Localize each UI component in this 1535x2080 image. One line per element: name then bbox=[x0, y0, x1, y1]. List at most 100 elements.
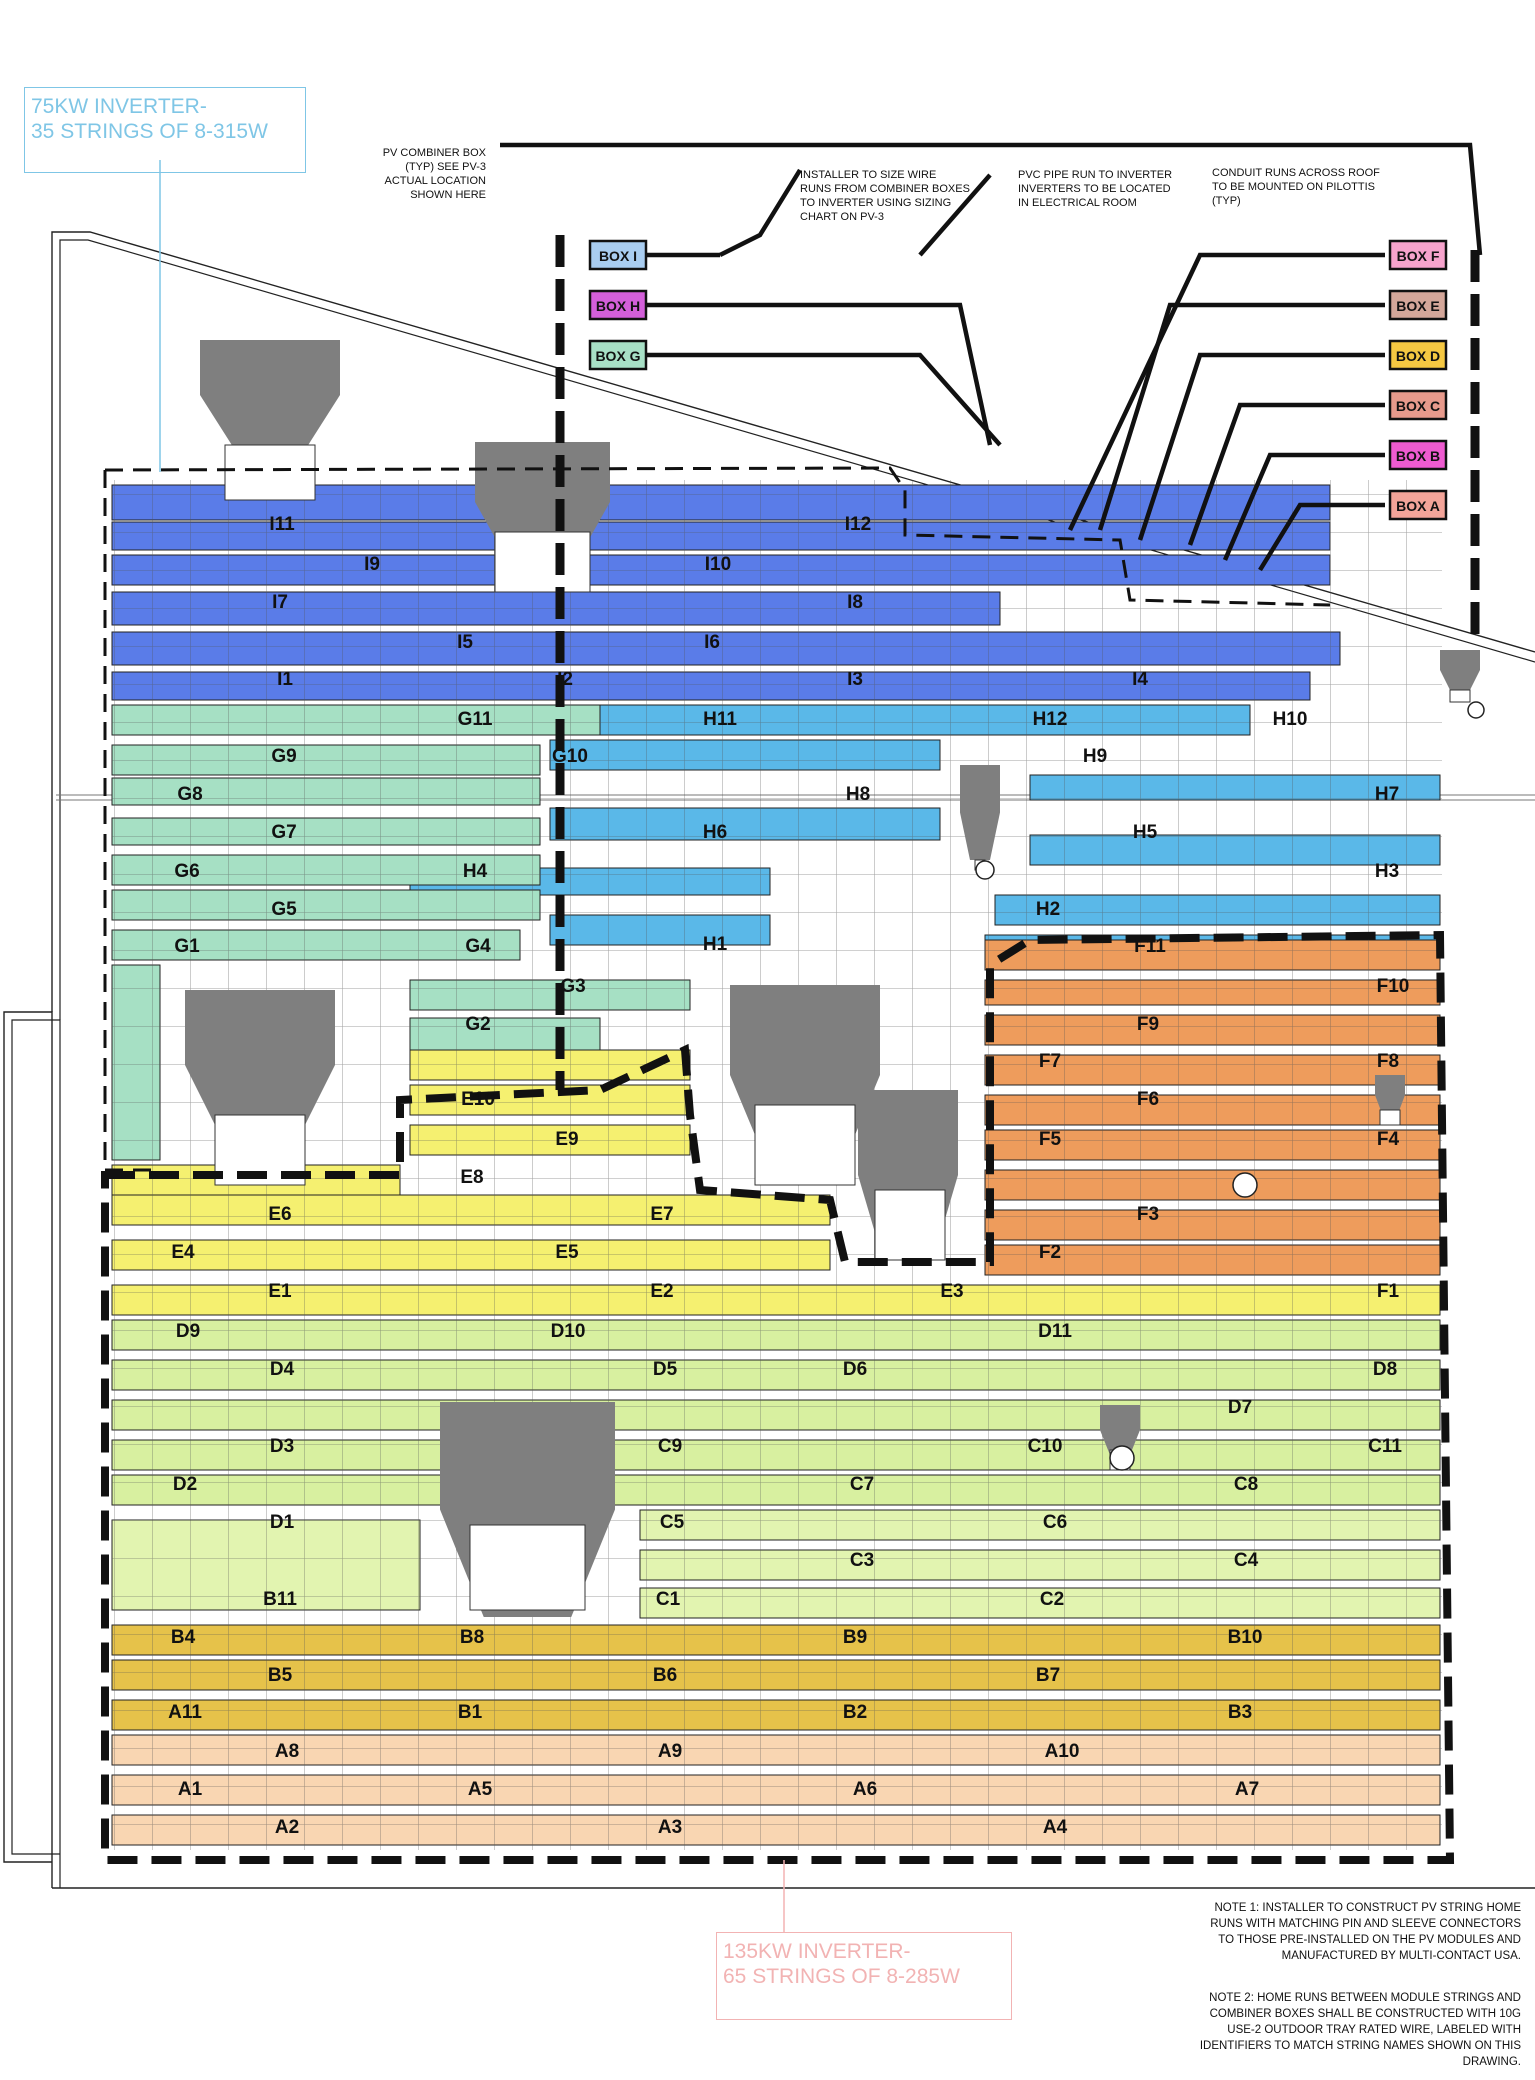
string-label-h12: H12 bbox=[1033, 709, 1068, 730]
string-label-h2: H2 bbox=[1036, 899, 1060, 920]
string-label-e2: E2 bbox=[650, 1281, 673, 1302]
annotation-line: IN ELECTRICAL ROOM bbox=[1018, 197, 1137, 209]
string-label-a6: A6 bbox=[853, 1779, 877, 1800]
inverter-135kw-callout: 135KW INVERTER- 65 STRINGS OF 8-285W bbox=[716, 1932, 1012, 2020]
parapet-left bbox=[3, 1011, 53, 1888]
annotation-line: INVERTERS TO BE LOCATED bbox=[1018, 183, 1171, 195]
string-label-i2: I2 bbox=[557, 669, 573, 690]
callout-line: 35 STRINGS OF 8-315W bbox=[31, 120, 268, 143]
string-label-i6: I6 bbox=[704, 632, 720, 653]
combiner-box-label: BOX I bbox=[599, 248, 637, 264]
rooftop-unit-curb bbox=[1379, 1109, 1401, 1126]
string-label-e5: E5 bbox=[555, 1242, 579, 1263]
string-label-f7: F7 bbox=[1039, 1051, 1061, 1072]
roof-drain bbox=[975, 860, 995, 880]
note-line: MANUFACTURED BY MULTI-CONTACT USA. bbox=[1281, 1950, 1521, 1962]
conduit-run bbox=[1137, 352, 1385, 541]
string-label-d1: D1 bbox=[270, 1512, 295, 1533]
rooftop-unit bbox=[1100, 1405, 1140, 1455]
inverter-boundaries bbox=[101, 235, 1480, 1864]
string-label-f11: F11 bbox=[1134, 936, 1166, 957]
annotation-line: ACTUAL LOCATION bbox=[384, 175, 486, 187]
rooftop-unit bbox=[1375, 1075, 1405, 1115]
string-label-d3: D3 bbox=[270, 1436, 294, 1457]
combiner-box-label: BOX F bbox=[1397, 248, 1440, 264]
string-label-a4: A4 bbox=[1043, 1817, 1068, 1838]
rooftop-unit-curb bbox=[494, 531, 591, 593]
string-label-i5: I5 bbox=[457, 632, 473, 653]
conduit-run bbox=[500, 142, 1483, 256]
combiner-box-annotation: PV COMBINER BOX (TYP) SEE PV-3 ACTUAL LO… bbox=[380, 146, 486, 202]
combiner-box-label: BOX D bbox=[1396, 348, 1440, 364]
combiner-box-c: BOX C bbox=[1388, 389, 1448, 421]
string-label-i1: I1 bbox=[277, 669, 293, 690]
string-label-a7: A7 bbox=[1235, 1779, 1259, 1800]
note-line: IDENTIFIERS TO MATCH STRING NAMES SHOWN … bbox=[1199, 2040, 1521, 2052]
string-label-i4: I4 bbox=[1132, 669, 1148, 690]
string-label-g10: G10 bbox=[552, 746, 588, 767]
string-label-h11: H11 bbox=[703, 709, 737, 730]
callout-line: 75KW INVERTER- bbox=[31, 95, 207, 118]
string-label-b9: B9 bbox=[843, 1627, 867, 1648]
inverter-75kw-callout: 75KW INVERTER- 35 STRINGS OF 8-315W bbox=[24, 87, 306, 173]
string-label-i3: I3 bbox=[847, 669, 863, 690]
note-line: DRAWING. bbox=[1462, 2056, 1521, 2068]
string-label-c8: C8 bbox=[1234, 1474, 1258, 1495]
annotation-line: CONDUIT RUNS ACROSS ROOF bbox=[1212, 167, 1380, 179]
string-label-f6: F6 bbox=[1137, 1089, 1159, 1110]
annotation-line: PVC PIPE RUN TO INVERTER bbox=[1018, 169, 1173, 181]
rooftop-unit-curb bbox=[469, 1524, 586, 1611]
combiner-box-a: BOX A bbox=[1388, 489, 1448, 521]
string-label-b8: B8 bbox=[460, 1627, 484, 1648]
conduit-run bbox=[1258, 502, 1385, 572]
string-label-b2: B2 bbox=[843, 1702, 867, 1723]
string-label-a3: A3 bbox=[658, 1817, 682, 1838]
string-label-d8: D8 bbox=[1373, 1359, 1397, 1380]
rooftop-unit-curb bbox=[874, 1189, 946, 1261]
string-label-d9: D9 bbox=[176, 1321, 200, 1342]
string-label-h7: H7 bbox=[1375, 784, 1399, 805]
annotation-line: CHART ON PV-3 bbox=[800, 211, 884, 223]
conduit-run bbox=[640, 352, 1002, 447]
string-label-c7: C7 bbox=[850, 1474, 874, 1495]
string-label-g4: G4 bbox=[465, 936, 491, 957]
string-label-e9: E9 bbox=[555, 1129, 578, 1150]
string-label-d2: D2 bbox=[173, 1474, 197, 1495]
string-label-b11: B11 bbox=[263, 1589, 297, 1610]
rooftop-unit bbox=[185, 990, 335, 1140]
combiner-box-label: BOX G bbox=[595, 348, 640, 364]
string-label-c6: C6 bbox=[1043, 1512, 1067, 1533]
string-label-c4: C4 bbox=[1234, 1550, 1259, 1571]
callout-line: 65 STRINGS OF 8-285W bbox=[723, 1965, 960, 1988]
string-label-g11: G11 bbox=[458, 709, 493, 730]
string-label-a11: A11 bbox=[168, 1702, 202, 1723]
string-label-b7: B7 bbox=[1036, 1665, 1060, 1686]
conduit-run bbox=[640, 302, 993, 446]
roof-edge-diagonal bbox=[51, 231, 1535, 1012]
string-label-e6: E6 bbox=[268, 1204, 291, 1225]
string-label-h5: H5 bbox=[1133, 822, 1158, 843]
string-label-e1: E1 bbox=[268, 1281, 292, 1302]
conduit-run bbox=[918, 173, 992, 257]
combiner-box-body bbox=[1388, 289, 1448, 321]
inverter-135kw-boundary bbox=[101, 930, 1455, 1864]
string-label-e4: E4 bbox=[171, 1242, 195, 1263]
combiner-box-g: BOX G bbox=[588, 339, 648, 371]
conduit-run bbox=[1067, 252, 1385, 531]
rooftop-unit bbox=[200, 340, 340, 450]
string-label-b6: B6 bbox=[653, 1665, 677, 1686]
annotation-line: (TYP) SEE PV-3 bbox=[405, 161, 486, 173]
string-label-g9: G9 bbox=[271, 746, 296, 767]
string-label-c5: C5 bbox=[660, 1512, 685, 1533]
string-label-e7: E7 bbox=[650, 1204, 673, 1225]
string-label-i12: I12 bbox=[845, 514, 871, 535]
combiner-box-label: BOX H bbox=[596, 298, 640, 314]
roof-drain bbox=[1467, 701, 1485, 719]
annotation-line: (TYP) bbox=[1212, 195, 1241, 207]
string-label-d6: D6 bbox=[843, 1359, 867, 1380]
string-label-e10: E10 bbox=[461, 1089, 495, 1110]
string-label-g3: G3 bbox=[560, 976, 585, 997]
combiner-box-body bbox=[1388, 239, 1448, 271]
